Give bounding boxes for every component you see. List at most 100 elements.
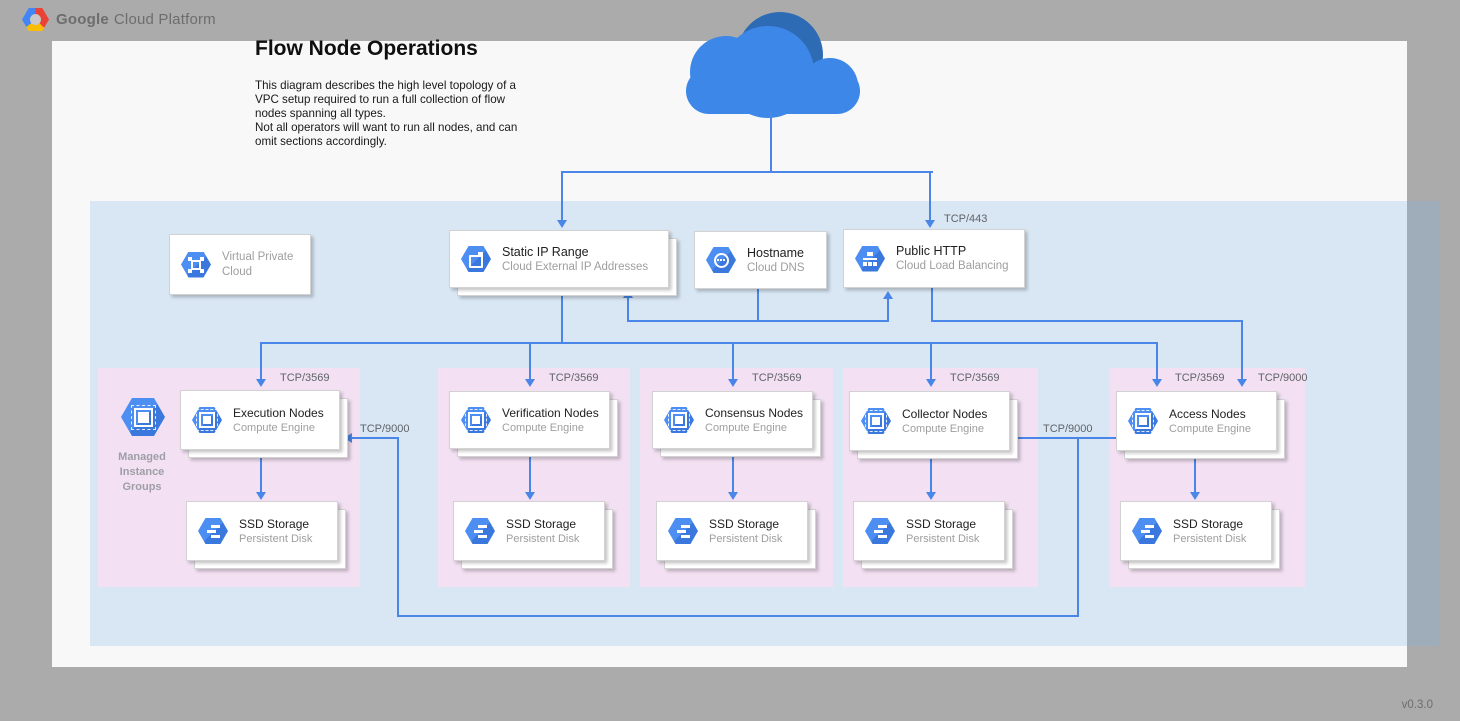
persistent-disk-icon [865, 518, 895, 544]
connector [352, 437, 398, 439]
connector [930, 342, 932, 379]
managed-instance-groups-label: Managed Instance Groups [118, 451, 166, 493]
compute-engine-icon [192, 407, 222, 433]
connector [1077, 437, 1079, 617]
card-subtitle: Persistent Disk [709, 532, 783, 545]
connector [1241, 320, 1243, 379]
arrowhead [557, 220, 567, 228]
arrowhead [926, 492, 936, 500]
version-label: v0.3.0 [1401, 699, 1433, 711]
arrowhead [256, 379, 266, 387]
connector [1018, 437, 1116, 439]
connector [931, 288, 933, 321]
compute-engine-icon [461, 407, 491, 433]
connector [732, 342, 734, 379]
card-execution-nodes: Execution Nodes Compute Engine [180, 390, 348, 458]
arrowhead [1152, 379, 1162, 387]
card-ssd-storage-consensus: SSD Storage Persistent Disk [656, 501, 816, 569]
card-subtitle: Persistent Disk [506, 532, 580, 545]
page-title: Flow Node Operations [255, 37, 478, 60]
arrowhead [1190, 492, 1200, 500]
card-subtitle: Persistent Disk [906, 532, 980, 545]
card-subtitle: Compute Engine [902, 422, 984, 435]
arrowhead [728, 492, 738, 500]
arrowhead [883, 291, 893, 299]
card-title: Access Nodes [1169, 406, 1246, 421]
connector [627, 320, 889, 322]
connector [1194, 452, 1196, 492]
card-title: SSD Storage [1173, 516, 1244, 531]
card-title: SSD Storage [906, 516, 977, 531]
compute-engine-icon [664, 407, 694, 433]
port-label-tcp3569: TCP/3569 [1175, 372, 1225, 384]
card-virtual-private-cloud: Virtual Private Cloud [169, 234, 311, 295]
card-ssd-storage-collector: SSD Storage Persistent Disk [853, 501, 1013, 569]
connector [929, 171, 931, 220]
card-title: Virtual Private Cloud [222, 250, 294, 278]
card-title: Static IP Range [502, 244, 589, 259]
port-label-tcp3569: TCP/3569 [752, 372, 802, 384]
persistent-disk-icon [1132, 518, 1162, 544]
connector [260, 452, 262, 492]
card-hostname: Hostname Cloud DNS [694, 231, 827, 289]
connector [1156, 342, 1158, 379]
connector [561, 288, 563, 344]
card-subtitle: Compute Engine [233, 421, 315, 434]
card-title: Hostname [747, 245, 804, 260]
brand-google: Google [56, 11, 109, 28]
connector [887, 298, 889, 321]
arrowhead [1237, 379, 1247, 387]
card-ssd-storage-verification: SSD Storage Persistent Disk [453, 501, 613, 569]
card-subtitle: Compute Engine [1169, 422, 1251, 435]
connector [397, 437, 399, 617]
connector [397, 615, 1079, 617]
card-subtitle: Compute Engine [502, 421, 584, 434]
connector [627, 297, 629, 321]
arrowhead [525, 379, 535, 387]
card-subtitle: Compute Engine [705, 421, 787, 434]
connector [561, 171, 933, 173]
brand-cloud-platform: Cloud Platform [113, 11, 216, 28]
card-public-http: Public HTTP Cloud Load Balancing [843, 229, 1025, 288]
arrowhead [728, 379, 738, 387]
connector [529, 452, 531, 492]
google-cloud-logo-icon [22, 8, 49, 31]
card-subtitle: Cloud DNS [747, 261, 805, 274]
persistent-disk-icon [465, 518, 495, 544]
compute-engine-icon [1128, 408, 1158, 434]
card-subtitle: Persistent Disk [239, 532, 313, 545]
connector [770, 112, 772, 173]
port-label-tcp3569: TCP/3569 [280, 372, 330, 384]
cloud-dns-icon [706, 247, 736, 273]
card-ssd-storage-execution: SSD Storage Persistent Disk [186, 501, 346, 569]
card-static-ip-range: Static IP Range Cloud External IP Addres… [449, 230, 677, 296]
load-balancer-icon [855, 245, 885, 272]
port-label-tcp9000: TCP/9000 [1258, 372, 1308, 384]
connector [931, 320, 1243, 322]
compute-engine-icon [861, 408, 891, 434]
card-verification-nodes: Verification Nodes Compute Engine [449, 391, 618, 457]
arrowhead [525, 492, 535, 500]
card-collector-nodes: Collector Nodes Compute Engine [849, 391, 1018, 459]
persistent-disk-icon [668, 518, 698, 544]
connector [529, 342, 531, 379]
card-subtitle: Cloud External IP Addresses [502, 260, 649, 273]
arrowhead [926, 379, 936, 387]
card-title: Execution Nodes [233, 405, 324, 420]
card-ssd-storage-access: SSD Storage Persistent Disk [1120, 501, 1280, 569]
card-consensus-nodes: Consensus Nodes Compute Engine [652, 391, 821, 457]
card-title: Verification Nodes [502, 405, 599, 420]
connector [757, 289, 759, 322]
arrowhead [256, 492, 266, 500]
diagram-description: This diagram describes the high level to… [255, 79, 533, 149]
arrowhead [344, 433, 352, 443]
persistent-disk-icon [198, 518, 228, 544]
connector [930, 452, 932, 492]
port-label-tcp9000: TCP/9000 [360, 423, 410, 435]
port-label-tcp3569: TCP/3569 [549, 372, 599, 384]
connector [732, 452, 734, 492]
internet-cloud-icon [682, 12, 862, 118]
card-title: Collector Nodes [902, 406, 988, 421]
